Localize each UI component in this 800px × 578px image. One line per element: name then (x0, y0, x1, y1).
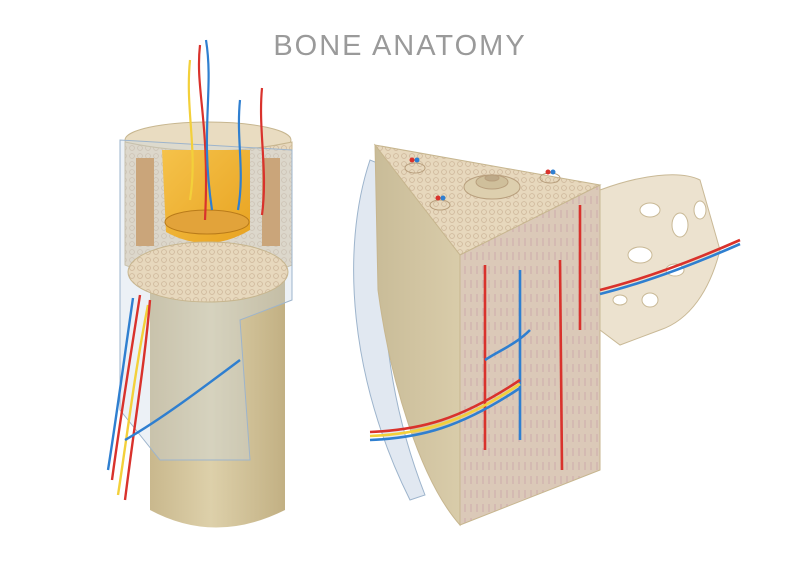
canal-dots (409, 157, 556, 201)
vessels-top (187, 39, 266, 221)
long-bone-section-icon (106, 39, 293, 528)
vessels-wedge (369, 205, 741, 471)
bone-shaft (150, 260, 285, 528)
vessels-shaft (106, 294, 241, 501)
spongy-bone (599, 174, 721, 346)
bone-wedge-section-icon (353, 143, 741, 527)
diagram-title: BONE ANATOMY (273, 30, 527, 62)
osteons (404, 162, 561, 211)
